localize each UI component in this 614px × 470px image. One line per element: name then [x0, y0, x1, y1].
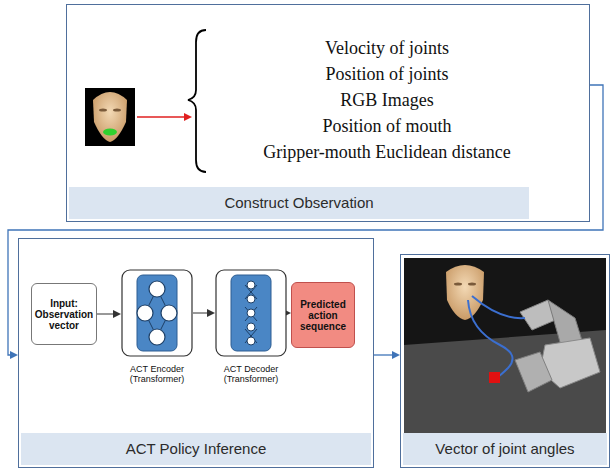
- list-item: Position of mouth: [217, 113, 557, 139]
- box-label: Predicted action sequence: [295, 299, 351, 332]
- flow-arrow: [8, 85, 603, 359]
- encoder-block: [121, 269, 193, 357]
- stage-panel: Velocity of jointsPosition of jointsRGB …: [66, 4, 590, 222]
- process-box: Predicted action sequence: [291, 282, 355, 348]
- block-label: ACT Encoder (Transformer): [121, 364, 193, 384]
- robot-scene: [404, 258, 606, 434]
- box-label: Input: Observation vector: [35, 298, 93, 331]
- stage-band: Vector of joint angles: [403, 433, 607, 465]
- decoder-block: [215, 269, 287, 357]
- transformer-block: ACT Decoder (Transformer): [215, 269, 287, 384]
- flow-arrow: [97, 310, 121, 318]
- curly-brace: [188, 30, 206, 172]
- list-item: Velocity of joints: [217, 35, 557, 61]
- list-item: Position of joints: [217, 61, 557, 87]
- red-arrow: [137, 113, 192, 121]
- stage-panel: Vector of joint angles: [400, 254, 610, 468]
- stage-band: ACT Policy Inference: [21, 433, 371, 465]
- process-box: Input: Observation vector: [31, 283, 97, 345]
- stage-title: Construct Observation: [224, 194, 373, 211]
- list-item: Gripper-mouth Euclidean distance: [217, 139, 557, 165]
- flow-arrow: [374, 351, 400, 359]
- stage-panel: ACT Policy Inference Input: Observation v…: [18, 238, 374, 468]
- stage-band: Construct Observation: [69, 187, 529, 219]
- stage-title: Vector of joint angles: [435, 440, 574, 457]
- observation-list: Velocity of jointsPosition of jointsRGB …: [217, 35, 557, 165]
- flow-arrow: [193, 309, 215, 317]
- list-item: RGB Images: [217, 87, 557, 113]
- block-label: ACT Decoder (Transformer): [215, 364, 287, 384]
- face-thumbnail: [85, 88, 135, 146]
- stage-title: ACT Policy Inference: [126, 440, 267, 457]
- transformer-block: ACT Encoder (Transformer): [121, 269, 193, 384]
